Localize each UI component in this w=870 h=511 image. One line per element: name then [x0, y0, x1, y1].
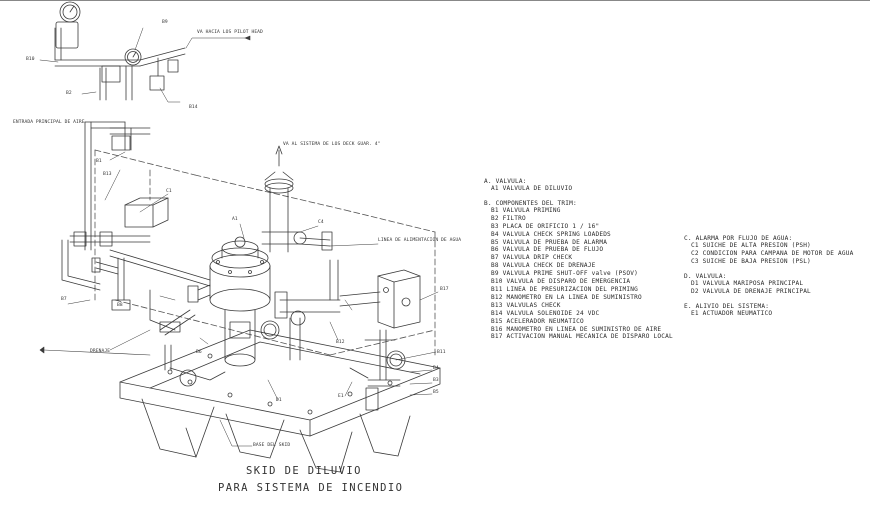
- callout-b3: B3: [433, 378, 439, 383]
- legend-item: B4 VALVULA CHECK SPRING LOADEDS: [491, 230, 611, 238]
- trim-piping: [61, 197, 226, 387]
- legend-item: B14 VALVULA SOLENOIDE 24 VDC: [491, 309, 600, 317]
- callout-b8: B8: [117, 303, 123, 308]
- callout-b2: B2: [66, 91, 72, 96]
- legend-item: B15 ACELERADOR NEUMATICO: [491, 317, 584, 325]
- arrows: [39, 35, 251, 356]
- legend-item: B12 MANOMETRO EN LA LINEA DE SUMINISTRO: [491, 293, 642, 301]
- callout-b10: B10: [26, 57, 35, 62]
- legend-item: B2 FILTRO: [491, 214, 526, 222]
- dashed-frame-lines: [94, 149, 436, 356]
- legend-item: B6 VALVULA DE PRUEBA DE FLUJO: [491, 246, 604, 254]
- legend-item: B17 ACTIVACION MANUAL MECANICA DE DISPAR…: [491, 333, 673, 341]
- riser-pipe: [261, 145, 333, 253]
- legend-item: B13 VALVULAS CHECK: [491, 301, 561, 309]
- callout-b5: B5: [433, 390, 439, 395]
- legend-item: D2 VALVULA DE DRENAJE PRINCIPAL: [691, 287, 811, 295]
- supply-line: [260, 259, 381, 361]
- legend-item: C2 CONDICION PARA CAMPANA DE MOTOR DE AG…: [691, 249, 854, 257]
- callout-c1: C1: [166, 189, 172, 194]
- legend-section-d: D. VALVULA:: [684, 272, 727, 280]
- legend-item: B7 VALVULA DRIP CHECK: [491, 254, 573, 262]
- callout-b9: B9: [162, 20, 168, 25]
- callout-b17: B17: [440, 287, 449, 292]
- legend-item: A1 VALVULA DE DILUVIO: [491, 185, 573, 192]
- legend-item: B16 MANOMETRO EN LINEA DE SUMINISTRO DE …: [491, 325, 662, 333]
- legend-left: A. VALVULA: A1 VALVULA DE DILUVIO B. COM…: [484, 178, 673, 341]
- legend-item: B9 VALVULA PRIME SHUT-OFF valve (PSOV): [491, 270, 639, 278]
- legend-item: C1 SUICHE DE ALTA PRESION (PSH): [691, 242, 811, 249]
- top-border-line: [0, 0, 870, 1]
- callout-a1: A1: [232, 217, 238, 222]
- callout-b13: B13: [103, 172, 112, 177]
- callout-b6: B6: [196, 350, 202, 355]
- legend-section-c: C. ALARMA POR FLUJO DE AGUA:: [684, 235, 793, 242]
- callout-linea-alimentacion: LINEA DE ALIMENTACION DE AGUA: [378, 238, 462, 243]
- legend-section-a: A. VALVULA:: [484, 178, 527, 185]
- legend-right: C. ALARMA POR FLUJO DE AGUA: C1 SUICHE D…: [684, 235, 854, 317]
- callout-b11: B11: [437, 350, 446, 355]
- legend-item: C3 SUICHE DE BAJA PRESION (PSL): [691, 257, 811, 265]
- callout-sistema-deck: VA AL SISTEMA DE LOS DECK GUAR. 4": [283, 142, 381, 147]
- callout-base-skid: BASE DEL SKID: [253, 443, 291, 448]
- leader-lines: [39, 27, 439, 447]
- legend-item: B11 LINEA DE PRESURIZACION DEL PRIMING: [491, 285, 639, 293]
- deluge-valve-body: [187, 236, 271, 367]
- air-supply-piping: [54, 1, 186, 251]
- manual-release-box: [349, 269, 421, 411]
- callout-b1: B1: [96, 159, 102, 164]
- legend-item: D1 VALVULA MARIPOSA PRINCIPAL: [691, 279, 804, 287]
- legend-item: B3 PLACA DE ORIFICIO 1 / 16": [491, 222, 600, 230]
- callout-b7: B7: [61, 297, 67, 302]
- legend-item: B10 VALVULA DE DISPARO DE EMERGENCIA: [491, 278, 631, 286]
- legend-item: B1 VALVULA PRIMING: [491, 206, 561, 214]
- callout-b12: B12: [336, 340, 345, 345]
- drawing-title-line-1: SKID DE DILUVIO: [246, 465, 362, 477]
- callout-d1: D1: [276, 398, 282, 403]
- callout-c4: C4: [318, 220, 324, 225]
- legend-section-e: E. ALIVIO DEL SISTEMA:: [684, 302, 770, 310]
- legend-item: B5 VALVULA DE PRUEBA DE ALARMA: [491, 238, 608, 246]
- callout-pilot-head: VA HACIA LOS PILOT HEAD: [197, 30, 263, 35]
- legend-section-b: B. COMPONENTES DEL TRIM:: [484, 199, 577, 207]
- callout-b4: B4: [433, 366, 439, 371]
- callout-b14: B14: [189, 105, 198, 110]
- legend-item: B8 VALVULA CHECK DE DRENAJE: [491, 262, 596, 270]
- drawing-title-line-2: PARA SISTEMA DE INCENDIO: [218, 482, 404, 494]
- callout-drenaje: DRENAJE: [90, 349, 111, 354]
- callout-entrada-aire: ENTRADA PRINCIPAL DE AIRE: [13, 120, 85, 125]
- legend-item: E1 ACTUADOR NEUMATICO: [691, 309, 773, 317]
- callout-e1: E1: [338, 394, 344, 399]
